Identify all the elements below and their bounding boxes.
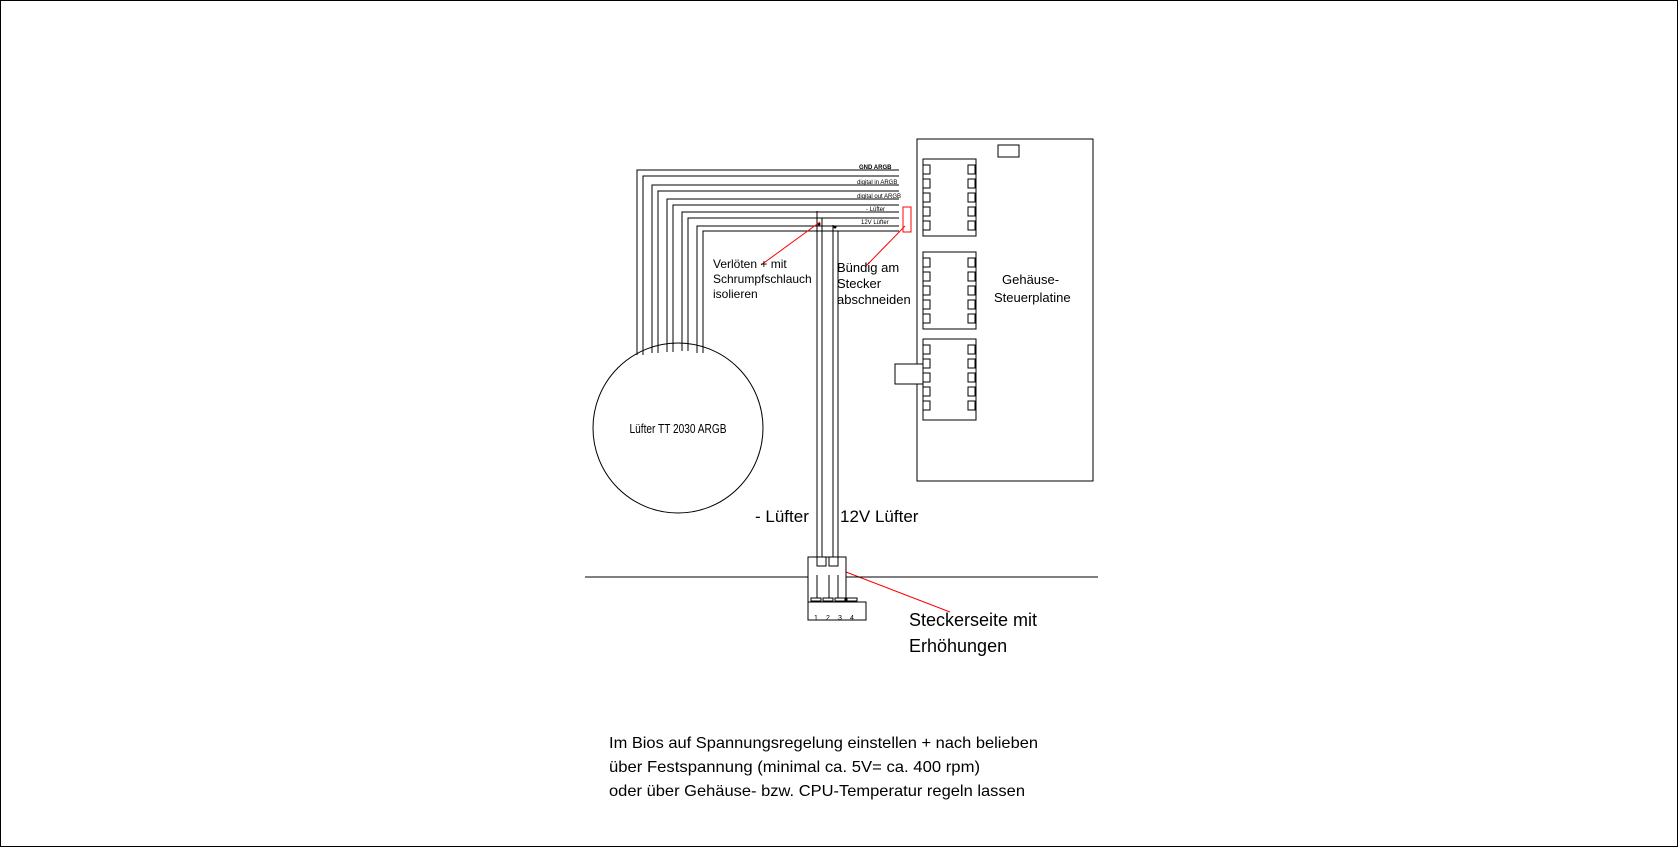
board-header-2 — [922, 251, 977, 330]
fan-circle — [592, 342, 764, 514]
plus-fan-label: 12V Lüfter — [840, 507, 919, 526]
wire-label-digital-out: digital out ARGB — [857, 194, 901, 200]
bios-note-line-2: über Festspannung (minimal ca. 5V= ca. 4… — [609, 759, 980, 776]
board-label-line-1: Gehäuse- — [1002, 272, 1059, 287]
board-header-1 — [922, 158, 977, 237]
wire-digital-out — [666, 198, 899, 352]
minus-fan-label: - Lüfter — [755, 507, 809, 526]
branch-point — [833, 225, 837, 229]
wire-label-12v-fan: 12V Lüfter — [861, 220, 889, 226]
wire-digital-out-inner — [672, 204, 899, 352]
wire-digital-in — [651, 184, 899, 353]
wire-gnd-argb-inner — [642, 175, 899, 355]
wire-gnd-argb — [636, 169, 899, 355]
flush-cut-note-line-3: abschneiden — [837, 292, 911, 307]
bios-note-line-1: Im Bios auf Spannungsregelung einstellen… — [609, 735, 1038, 752]
callout-solder — [760, 221, 821, 266]
bios-note-line-3: oder über Gehäuse- bzw. CPU-Temperatur r… — [609, 783, 1025, 800]
solder-note-line-1: Verlöten + mit — [713, 257, 787, 271]
board-header-3 — [894, 338, 977, 421]
fan-label: Lüfter TT 2030 ARGB — [630, 422, 727, 436]
wire-label-gnd-argb: GND ARGB — [859, 165, 892, 171]
callout-plug-side — [845, 571, 951, 613]
connector-pin-4: 4 — [850, 615, 854, 622]
fan-wire-bundle — [636, 169, 899, 355]
flush-cut-note-line-1: Bündig am — [837, 260, 899, 275]
fan-extension-wires — [816, 211, 839, 557]
wire-label-digital-in: digital in ARGB — [857, 180, 897, 186]
wire-label-minus-fan: - Lüfter — [866, 207, 885, 213]
connector-pin-1: 1 — [814, 615, 818, 622]
solder-note-line-3: isolieren — [713, 287, 758, 301]
solder-note-line-2: Schrumpfschlauch — [713, 272, 812, 286]
wire-12v-fan — [696, 225, 899, 353]
callout-flush-cut — [865, 225, 906, 267]
plug-side-note-line-2: Erhöhungen — [909, 636, 1007, 656]
cut-highlight-box — [902, 206, 912, 233]
wire-12v-fan-inner — [702, 230, 899, 353]
flush-cut-note-line-2: Stecker — [837, 276, 882, 291]
plug-side-note-line-1: Steckerseite mit — [909, 610, 1037, 630]
wire-minus-fan-inner — [687, 217, 899, 351]
board-indicator — [997, 144, 1020, 158]
wire-minus-fan — [681, 211, 899, 351]
connector-pin-2: 2 — [826, 615, 830, 622]
wire-digital-in-inner — [657, 190, 899, 353]
connector-pin-3: 3 — [838, 615, 842, 622]
board-label-line-2: Steuerplatine — [994, 290, 1071, 305]
fan-connector — [807, 556, 867, 621]
